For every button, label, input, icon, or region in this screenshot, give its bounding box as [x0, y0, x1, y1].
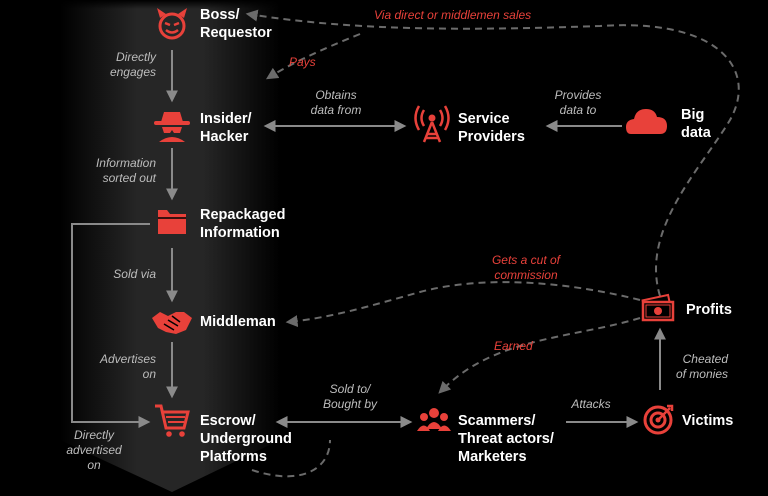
edge-label-pays: Pays [289, 55, 316, 69]
node-big-data: Big data [681, 107, 711, 141]
edge-label-gets-cut: Gets a cut of commission [491, 253, 561, 282]
edge-label-earned: Earned [494, 339, 533, 353]
edge-label-provides-data-to: Provides data to [554, 88, 602, 117]
dashed-earned [438, 317, 641, 394]
edge-label-attacks: Attacks [571, 397, 611, 411]
dashed-pays [265, 33, 361, 80]
edge-label-sold-via: Sold via [113, 267, 156, 281]
node-insider-hacker: Insider/ Hacker [200, 111, 252, 145]
node-repackaged-information: Repackaged Information [200, 207, 286, 241]
arrow-directly-advertised-on [71, 223, 151, 428]
dashed-gets-cut [285, 281, 641, 328]
group-icon [417, 408, 451, 431]
edge-label-information-sorted-out: Information sorted out [95, 156, 156, 185]
edge-label-directly-advertised-on: Directly advertised on [66, 428, 122, 472]
devil-icon [157, 8, 187, 40]
node-profits: Profits [686, 302, 732, 318]
antenna-icon [414, 105, 450, 143]
dashed-escrow-loop [251, 439, 331, 478]
edge-label-sold-bought-by: Sold to/ Bought by [322, 382, 378, 411]
cart-icon [155, 404, 190, 437]
edge-label-directly-engages: Directly engages [109, 50, 156, 79]
node-escrow-platforms: Escrow/ Underground Platforms [200, 413, 292, 465]
node-scammers: Scammers/ Threat actors/ Marketers [458, 413, 554, 465]
spotlight-column [60, 0, 280, 492]
edge-label-obtains-data-from: Obtains data from [310, 88, 362, 117]
node-victims: Victims [682, 413, 734, 429]
money-icon [641, 293, 675, 322]
dashed-via-direct-sales [245, 9, 740, 297]
node-service-providers: Service Providers [458, 111, 525, 145]
edge-label-via-sales: Via direct or middlemen sales [374, 8, 532, 22]
node-boss-requestor: Boss/ Requestor [200, 7, 272, 41]
hacker-icon [154, 112, 190, 142]
node-middleman: Middleman [200, 314, 276, 330]
edge-label-advertises-on: Advertises on [99, 352, 156, 381]
edge-label-cheated-of-monies: Cheated of monies [675, 352, 728, 381]
cloud-icon [626, 109, 667, 134]
handshake-icon [152, 312, 192, 334]
folder-icon [158, 210, 186, 234]
target-icon [643, 404, 674, 435]
